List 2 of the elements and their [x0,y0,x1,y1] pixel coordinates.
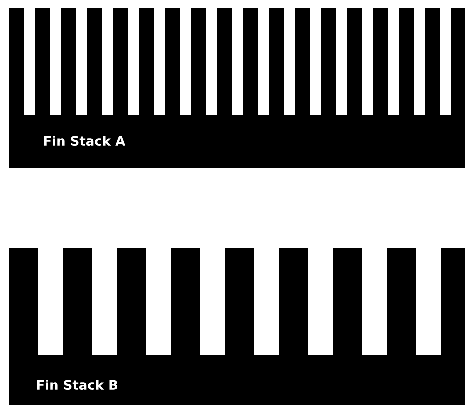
fin-stack-drawing: Fin Stack A [9,8,465,168]
fin-stack-drawing: Fin Stack B [9,248,465,405]
